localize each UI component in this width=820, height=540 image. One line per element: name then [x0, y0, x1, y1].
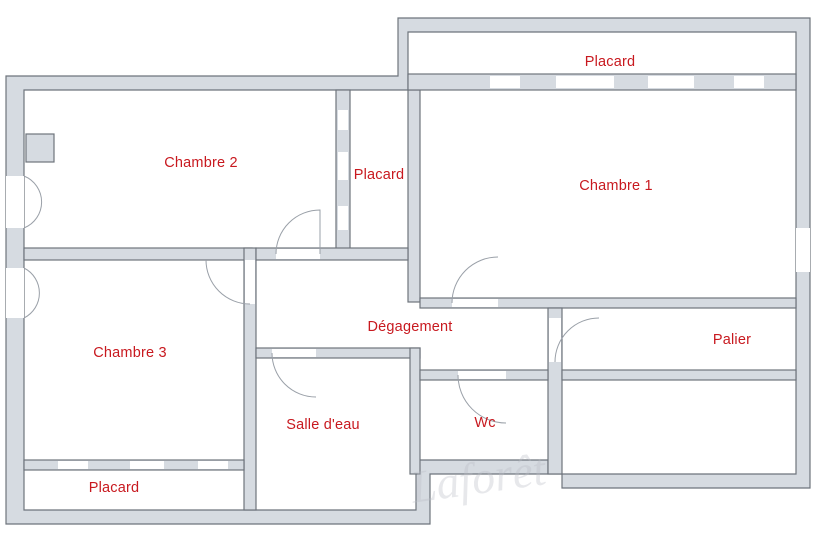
room-label-chambre-2: Chambre 2	[164, 155, 238, 171]
room-label-wc: Wc	[474, 415, 496, 431]
door-swings	[6, 175, 810, 424]
duct-square	[25, 133, 55, 163]
room-label-degagement: Dégagement	[367, 319, 453, 335]
room-label-chambre-1: Chambre 1	[579, 178, 653, 194]
room-label-placard-bottom: Placard	[88, 480, 140, 496]
room-label-chambre-3: Chambre 3	[93, 345, 167, 361]
room-label-salle-eau: Salle d'eau	[286, 417, 360, 433]
room-label-palier: Palier	[712, 332, 752, 348]
room-label-placard-mid: Placard	[353, 167, 405, 183]
interior-walls	[23, 73, 797, 511]
room-label-placard-top: Placard	[584, 54, 636, 70]
closet-doors	[58, 76, 764, 469]
